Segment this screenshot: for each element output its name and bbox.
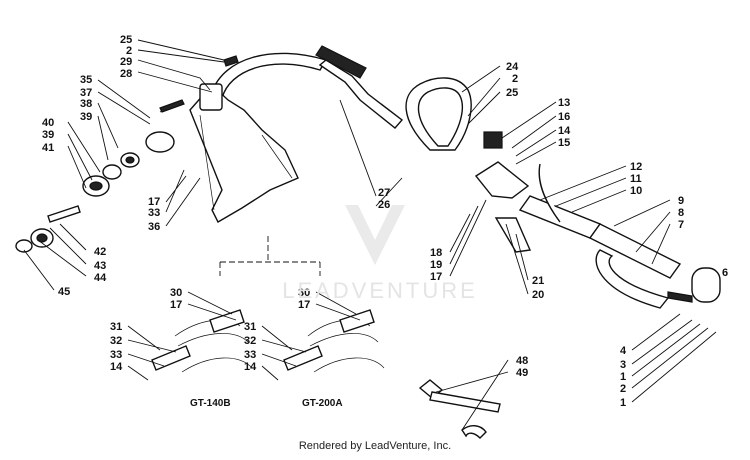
callout-28: 28: [120, 68, 132, 80]
callout-2: 2: [126, 45, 132, 57]
callout-39: 39: [80, 111, 92, 123]
model-label-gt200a: GT-200A: [302, 398, 343, 409]
callout-21: 21: [532, 275, 544, 287]
callout-17: 17: [170, 299, 182, 311]
callout-17: 17: [430, 271, 442, 283]
callout-12: 12: [630, 161, 642, 173]
callout-40: 40: [42, 117, 54, 129]
callout-13: 13: [558, 97, 570, 109]
watermark-text: LEADVENTURE: [282, 278, 478, 303]
callout-44: 44: [94, 272, 107, 284]
callout-39: 39: [42, 129, 54, 141]
callout-19: 19: [430, 259, 442, 271]
callout-3: 3: [620, 359, 626, 371]
callout-25: 25: [120, 34, 132, 46]
callout-11: 11: [630, 173, 642, 185]
render-credit: Rendered by LeadVenture, Inc.: [298, 440, 452, 452]
callout-15: 15: [558, 137, 570, 149]
callout-17: 17: [298, 299, 310, 311]
callout-4: 4: [620, 345, 627, 357]
model-label-gt140b: GT-140B: [190, 398, 231, 409]
callout-43: 43: [94, 260, 106, 272]
callout-6: 6: [722, 267, 728, 279]
grass-shield: [189, 83, 299, 223]
callout-33: 33: [148, 207, 160, 219]
callout-33: 33: [110, 349, 122, 361]
callout-16: 16: [558, 111, 570, 123]
callout-31: 31: [110, 321, 122, 333]
callout-26: 26: [378, 199, 390, 211]
callout-27: 27: [378, 187, 390, 199]
loop-handle: [211, 45, 472, 151]
callout-24: 24: [506, 61, 519, 73]
trimmer-head-gt140b: [151, 309, 253, 373]
leader-lines: [23, 39, 717, 431]
callout-20: 20: [532, 289, 544, 301]
callout-31: 31: [244, 321, 256, 333]
callout-25: 25: [506, 87, 518, 99]
callout-37: 37: [80, 87, 92, 99]
callout-41: 41: [42, 142, 54, 154]
callout-32: 32: [244, 335, 256, 347]
callout-29: 29: [120, 56, 132, 68]
callout-35: 35: [80, 74, 92, 86]
callout-32: 32: [110, 335, 122, 347]
gear-head-assembly: [15, 55, 239, 253]
callout-7: 7: [678, 219, 684, 231]
callout-49: 49: [516, 367, 528, 379]
callout-1: 1: [620, 371, 626, 383]
leadventure-logo-watermark: [345, 205, 405, 265]
callout-14: 14: [244, 361, 257, 373]
callout-14: 14: [558, 125, 571, 137]
callout-45: 45: [58, 286, 70, 298]
callout-2: 2: [512, 73, 518, 85]
callout-10: 10: [630, 185, 642, 197]
callout-18: 18: [430, 247, 442, 259]
drive-shaft-tube: [518, 195, 721, 309]
callout-labels: 25 2 29 28 35 37 38 39 40 39 41 17 33 36…: [42, 34, 728, 409]
throttle-housing: [474, 131, 561, 253]
callout-30: 30: [298, 287, 310, 299]
callout-36: 36: [148, 221, 160, 233]
callout-14: 14: [110, 361, 123, 373]
callout-48: 48: [516, 355, 528, 367]
callout-8: 8: [678, 207, 684, 219]
trimmer-head-gt200a: [283, 309, 385, 373]
callout-33: 33: [244, 349, 256, 361]
callout-2: 2: [620, 383, 626, 395]
model-bracket: [219, 236, 321, 276]
callout-30: 30: [170, 287, 182, 299]
callout-1: 1: [620, 397, 626, 409]
callout-38: 38: [80, 98, 92, 110]
callout-42: 42: [94, 246, 106, 258]
spark-plug-wrench: [418, 379, 501, 439]
callout-9: 9: [678, 195, 684, 207]
callout-17: 17: [148, 196, 160, 208]
